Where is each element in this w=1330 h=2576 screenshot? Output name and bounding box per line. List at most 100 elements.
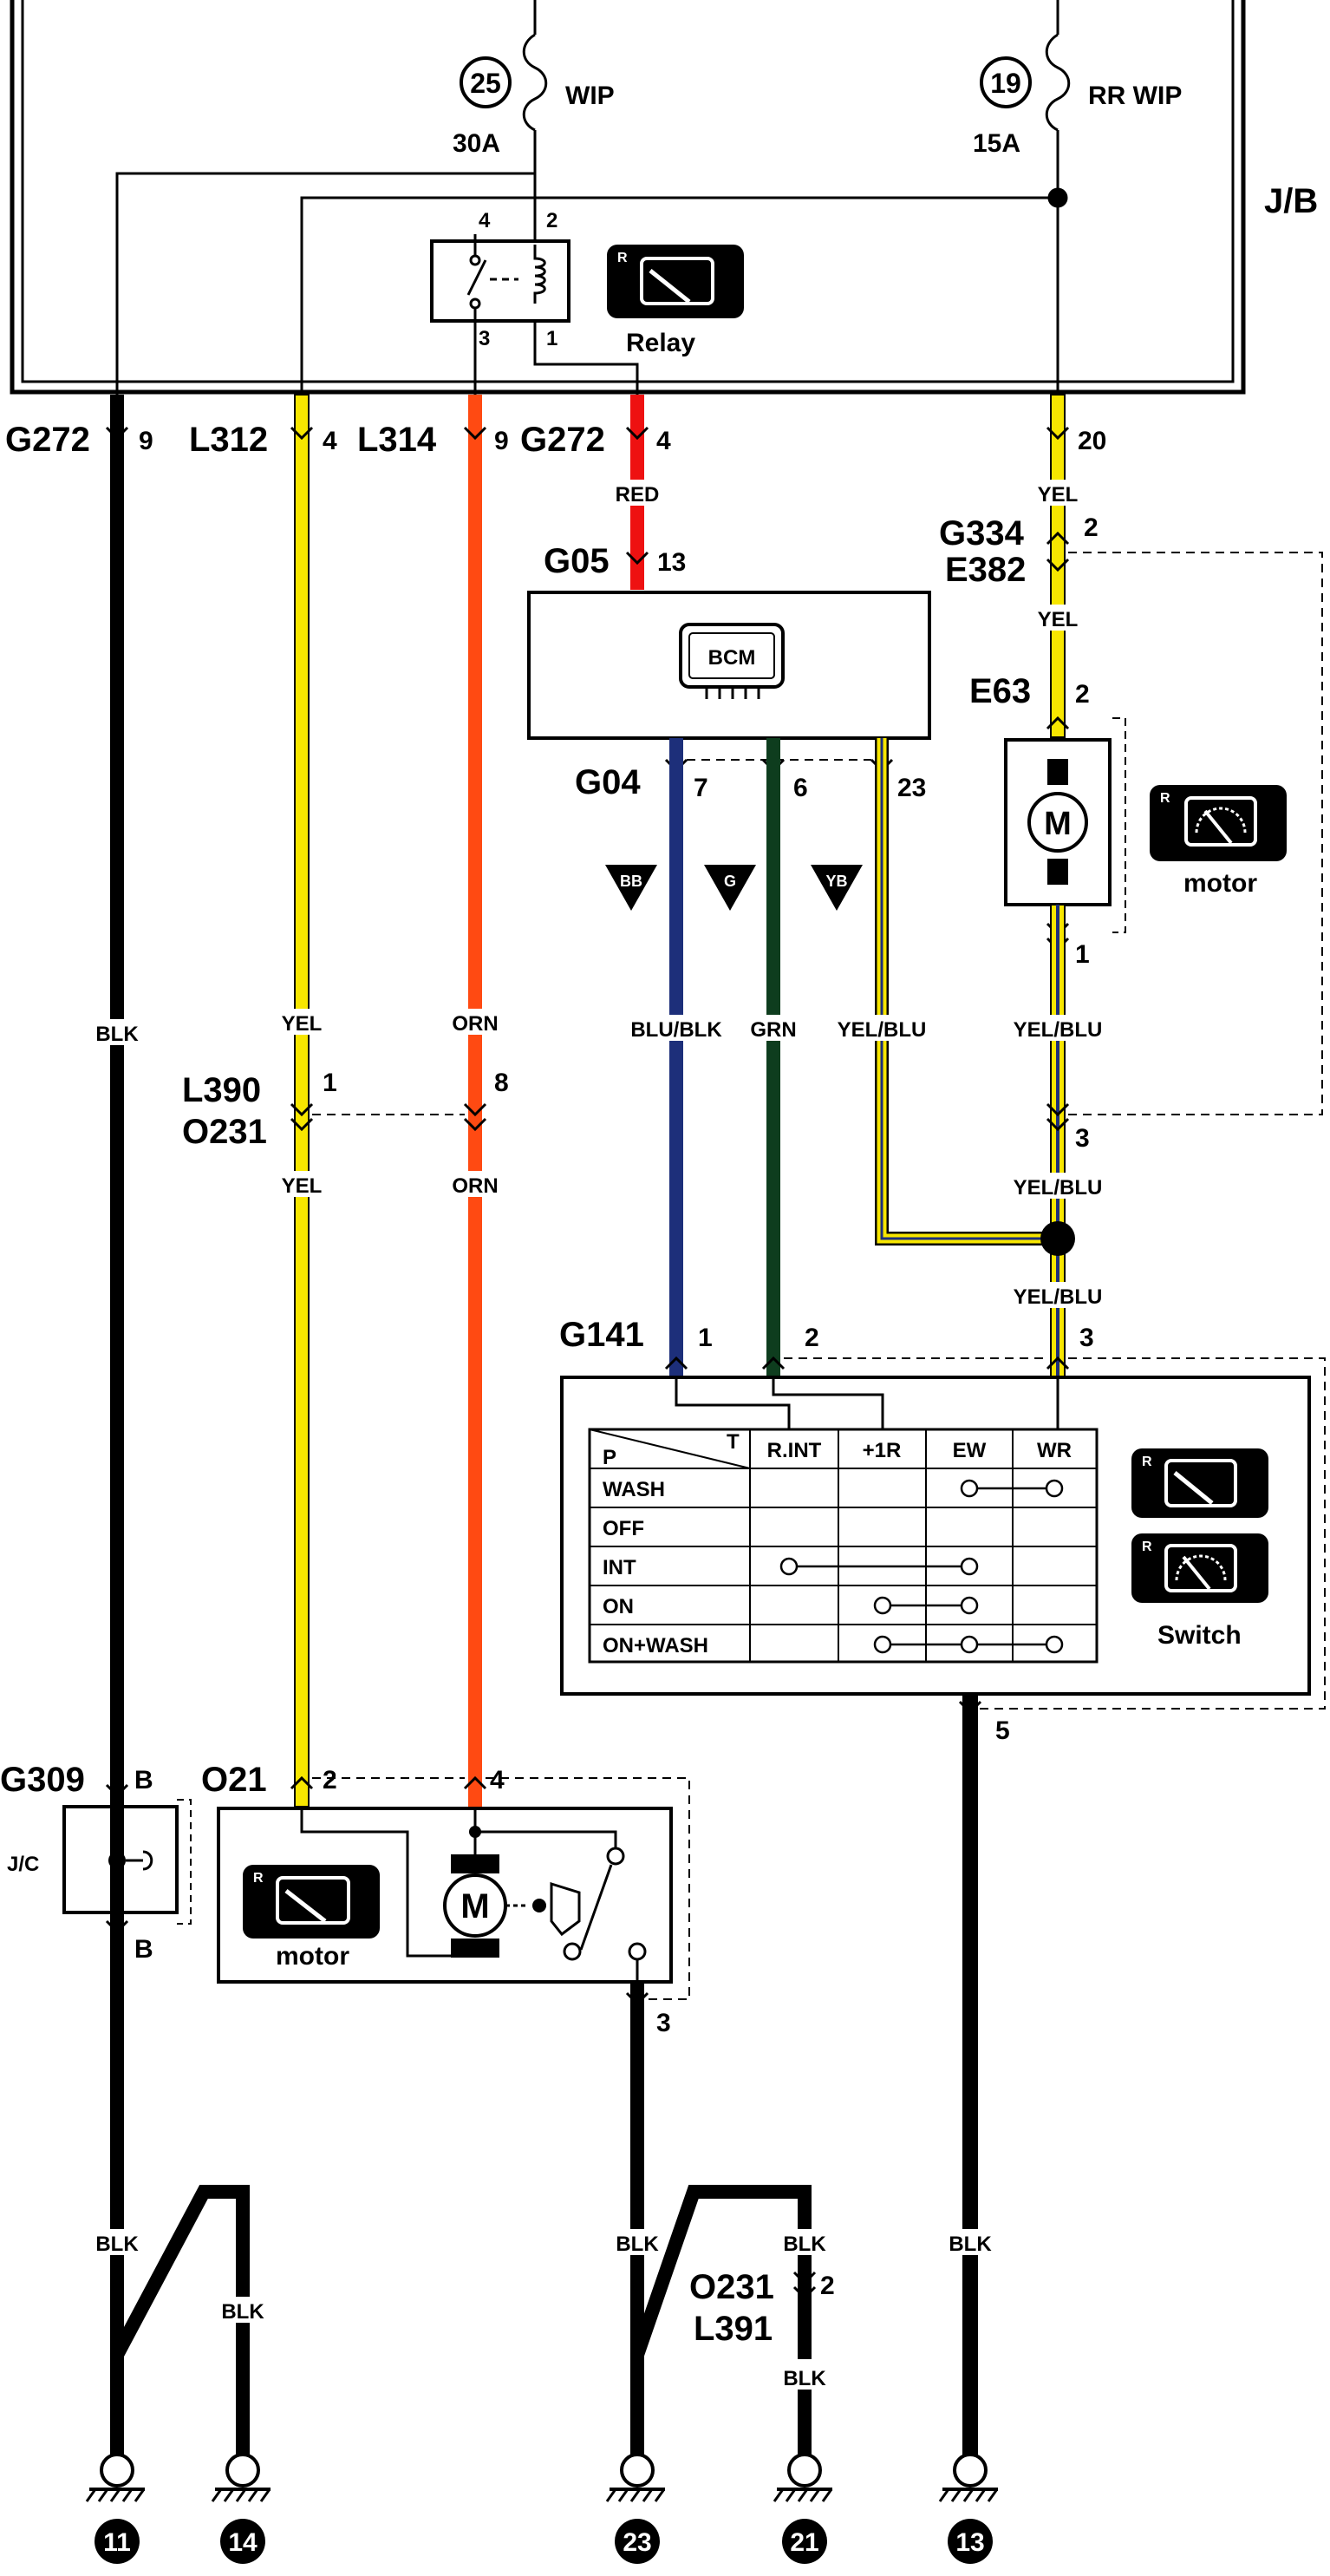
- table-row-label: ON: [603, 1595, 634, 1618]
- connector-name: O231: [182, 1113, 267, 1151]
- table-col-header: EW: [953, 1439, 987, 1462]
- table-col-header: WR: [1037, 1439, 1072, 1462]
- connector-name: G04: [575, 763, 641, 801]
- triangle-marker: [704, 865, 756, 911]
- connector-pin: 5: [995, 1716, 1010, 1745]
- motor-label: motor: [276, 1942, 349, 1971]
- ground-number: 23: [623, 2528, 651, 2557]
- fuse-name: RR WIP: [1088, 82, 1182, 110]
- table-corner-p: P: [603, 1446, 616, 1469]
- connector-pin: 4: [656, 427, 671, 455]
- relay-pin: 3: [479, 327, 490, 350]
- ground-number: 14: [228, 2528, 258, 2557]
- connector-pin: 2: [1084, 513, 1099, 542]
- svg-text:R: R: [1160, 791, 1170, 806]
- connector-pin: 2: [805, 1324, 819, 1352]
- bcm-label: BCM: [708, 646, 756, 670]
- fuse-number-badge: [980, 56, 1032, 108]
- fuse-number-badge: [460, 56, 512, 108]
- connector-pin: 2: [1075, 680, 1090, 709]
- connector-pin: 6: [793, 774, 808, 802]
- table-row-label: INT: [603, 1556, 636, 1579]
- connector-name: L312: [189, 421, 268, 459]
- wire-orn-l314: L314 9 ORN ORN: [357, 395, 510, 1807]
- junction-dot: [1047, 187, 1068, 208]
- motor-symbol: M: [460, 1887, 489, 1925]
- relay-pin: 4: [479, 209, 491, 232]
- table-col-header: +1R: [863, 1439, 902, 1462]
- fuse-number: 25: [470, 68, 501, 99]
- splice-dot: [1040, 1221, 1075, 1256]
- jb-internal-wires: [115, 172, 1068, 408]
- connector-name: G05: [544, 542, 610, 580]
- connector-pin: 1: [698, 1324, 713, 1352]
- wire-blk-switch: 5 BLK: [942, 1694, 1010, 2368]
- wire-label: YEL: [282, 1012, 323, 1036]
- fuse-name: WIP: [565, 82, 615, 110]
- motor-label: motor: [1183, 869, 1257, 898]
- front-wiper-motor: O21 2 4 R motor M 3: [201, 1761, 690, 2037]
- wire-yel-rear: 20 YEL G334 2 E382 YEL: [939, 394, 1106, 738]
- svg-text:R: R: [1142, 1455, 1152, 1469]
- wire-label: BLK: [95, 2233, 139, 2256]
- triangle-marker: [811, 865, 863, 911]
- fuse-amp: 15A: [973, 129, 1020, 158]
- ground-icon: 21: [773, 2453, 833, 2564]
- wire-label: BLU/BLK: [630, 1018, 722, 1042]
- ground-branch-left: BLK BLK: [89, 2185, 271, 2359]
- ground-icon: 23: [605, 2453, 666, 2564]
- relay: 4 2 3 1 R Relay: [430, 209, 744, 357]
- wire-label: BLK: [949, 2233, 992, 2256]
- connector-name: G272: [5, 421, 90, 459]
- ground-branch-middle: BLK O231 2 L391 BLK: [630, 2185, 835, 2390]
- svg-text:R: R: [1142, 1540, 1152, 1554]
- ground-points: 11 14 23 21 13: [85, 2453, 999, 2564]
- wire-label: YEL: [282, 1174, 323, 1198]
- connector-pin: B: [134, 1935, 153, 1964]
- relay-pin: 2: [546, 209, 557, 232]
- wire-blk-13-lower: [962, 2359, 978, 2459]
- table-row-label: ON+WASH: [603, 1634, 708, 1657]
- connector-pin: 3: [1075, 1124, 1090, 1153]
- ground-icon: 11: [85, 2453, 146, 2564]
- rear-wiper-badge: [1150, 785, 1287, 861]
- fuse-wip: 25 WIP 30A: [453, 0, 615, 234]
- wire-yel-blu-rear: YEL/BLU 3 YEL/BLU YEL/BLU: [1007, 552, 1323, 1380]
- connector-pin: 2: [323, 1766, 337, 1795]
- connector-pin: B: [134, 1766, 153, 1795]
- connector-l390-o231: L390 O231 1 8: [182, 1069, 509, 1151]
- joint-connector-g309: G309 B J/C B: [0, 1761, 192, 1964]
- connector-pin: 23: [897, 774, 926, 802]
- wire-label: BLK: [616, 2233, 659, 2256]
- wire-label: BLK: [95, 1023, 139, 1046]
- svg-text:G: G: [724, 873, 736, 890]
- wire-blk-14-lower: [236, 2359, 250, 2459]
- ground-icon: 13: [938, 2453, 999, 2564]
- connector-pin: 8: [494, 1069, 509, 1097]
- wire-label: YEL: [1038, 483, 1079, 507]
- connector-pin: 1: [1075, 940, 1090, 969]
- connector-g141: G141 1 2 3: [559, 1316, 1326, 1710]
- relay-label: Relay: [626, 329, 695, 357]
- bcm-outputs: G04 7 6 23 BB G YB: [575, 758, 926, 911]
- wire-grn: GRN: [744, 738, 803, 1379]
- wire-blk-21-lower: [798, 2390, 812, 2459]
- connector-name: L391: [694, 2310, 773, 2348]
- connector-pin: 7: [694, 774, 708, 802]
- wire-label: YEL: [1038, 608, 1079, 631]
- table-col-header: R.INT: [767, 1439, 822, 1462]
- fuse-number: 19: [990, 68, 1021, 99]
- connector-name: G334: [939, 514, 1025, 552]
- svg-text:R: R: [253, 1871, 264, 1886]
- wire-label: YEL/BLU: [1014, 1176, 1103, 1200]
- jc-label: J/C: [7, 1853, 39, 1876]
- connector-pin: 13: [657, 548, 686, 577]
- wire-label: YEL/BLU: [838, 1018, 927, 1042]
- bcm-module: BCM: [527, 591, 931, 740]
- table-corner-t: T: [727, 1430, 740, 1454]
- wire-label: YEL/BLU: [1014, 1018, 1103, 1042]
- jb-label: J/B: [1264, 182, 1318, 220]
- svg-text:BB: BB: [620, 873, 642, 890]
- wire-label: BLK: [783, 2233, 826, 2256]
